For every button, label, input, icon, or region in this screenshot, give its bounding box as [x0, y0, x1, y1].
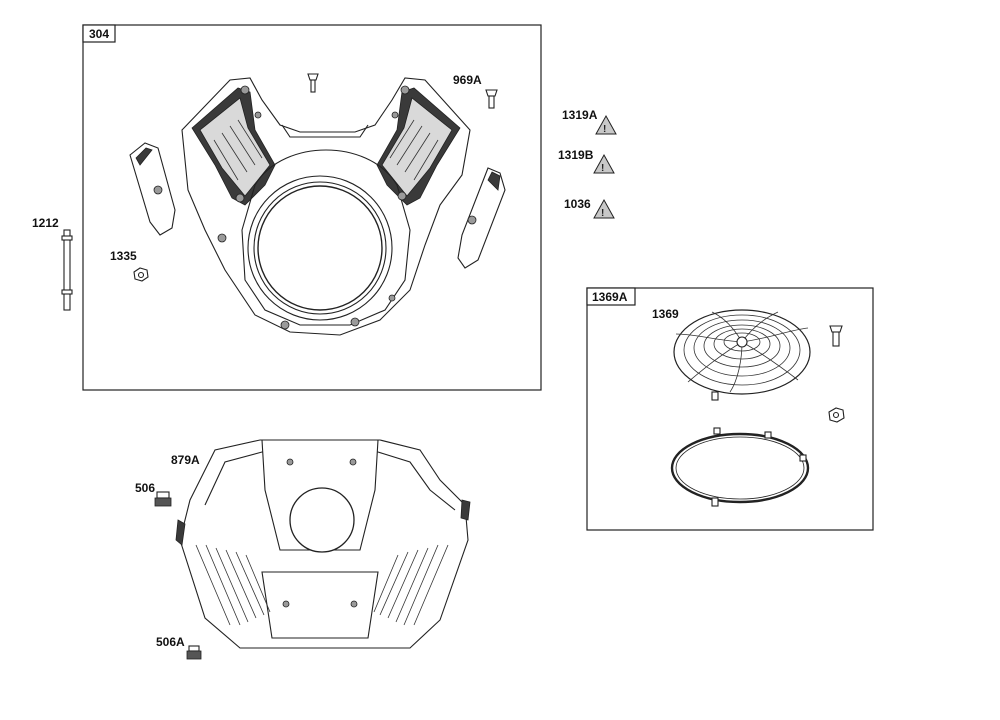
warning-triangle-1319B: !: [593, 153, 615, 174]
assembly-box-1369A: 1369A: [586, 287, 874, 531]
label-1036: 1036: [564, 197, 591, 211]
stud-1212: [61, 229, 73, 311]
side-cover-right: [457, 167, 506, 269]
label-1335: 1335: [110, 249, 137, 263]
plug-506: [154, 491, 172, 507]
side-cover-left: [129, 142, 176, 236]
label-879A: 879A: [171, 453, 200, 467]
screw-969A: [485, 89, 498, 109]
warning-triangle-1036: !: [593, 198, 615, 219]
nut-1369A: [828, 407, 845, 423]
svg-text:!: !: [601, 163, 604, 174]
box-label-1369A: 1369A: [592, 290, 628, 304]
nut-1335: [133, 267, 149, 282]
label-1319B: 1319B: [558, 148, 594, 162]
assembly-box-304: 304: [82, 24, 542, 391]
blower-shroud-879A: [175, 439, 471, 649]
plug-506A: [186, 645, 202, 660]
label-969A: 969A: [453, 73, 482, 87]
label-506A: 506A: [156, 635, 185, 649]
blower-housing: [181, 77, 471, 336]
grille-screen: [673, 309, 811, 401]
screw-top: [307, 73, 319, 93]
svg-text:!: !: [601, 208, 604, 219]
screw-1369A: [829, 325, 843, 347]
label-1212: 1212: [32, 216, 59, 230]
svg-text:!: !: [603, 124, 606, 135]
box-label-304: 304: [89, 27, 109, 41]
label-1319A: 1319A: [562, 108, 598, 122]
retaining-ring: [670, 427, 810, 507]
warning-triangle-1319A: !: [595, 114, 617, 135]
label-506: 506: [135, 481, 155, 495]
label-1369: 1369: [652, 307, 679, 321]
